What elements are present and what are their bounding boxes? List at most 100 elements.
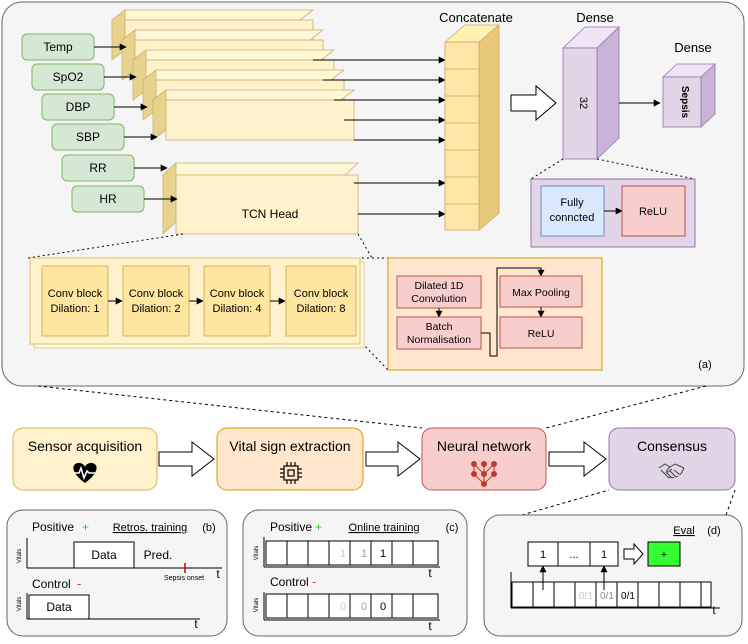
sensor-acquisition-box	[12, 427, 158, 491]
dense-32-layer: Dense 32	[562, 10, 620, 160]
conv-block-3-line2: Dilation: 4	[213, 303, 262, 315]
input-rr-label: RR	[89, 161, 107, 175]
panel-a-tag: (a)	[698, 359, 711, 371]
hollow-arrow-3	[548, 440, 607, 478]
panel-c-tag: (c)	[446, 522, 459, 534]
panel-d-buffer-3: 1	[601, 549, 607, 561]
sensor-acquisition-label: Sensor acquisition	[28, 438, 142, 454]
panel-d-timeline-cells	[511, 581, 712, 608]
batch-norm-line1: Batch	[426, 321, 453, 333]
zoom-line-tcn-left	[27, 233, 184, 259]
pipeline: Sensor acquisition Vital sign extraction…	[12, 427, 736, 491]
panel-c-t1: t	[428, 566, 432, 580]
vital-sign-extraction-label: Vital sign extraction	[229, 438, 350, 454]
conv-block-4-line1: Conv block	[294, 288, 349, 300]
block-relu-label: ReLU	[528, 328, 555, 340]
batch-norm-box	[396, 316, 482, 350]
conv-block-detail: Dilated 1D Convolution Batch Normalisati…	[387, 257, 603, 371]
neural-network-label: Neural network	[437, 438, 532, 454]
relu-box	[621, 185, 686, 237]
input-temp-label: Temp	[43, 40, 73, 54]
conv-block-2	[122, 265, 190, 337]
block-relu-box	[499, 316, 583, 349]
conv-block-4-line2: Dilation: 8	[297, 303, 346, 315]
vital-sign-extraction-box	[216, 427, 364, 491]
panel-b-plus: +	[82, 520, 89, 534]
fully-connected-line2: conncted	[550, 212, 595, 224]
zoom-line-nn-right	[545, 385, 707, 429]
zoom-line-nn-left	[37, 385, 423, 429]
panel-d-title: Eval	[673, 525, 694, 537]
input-spo2-label: SpO2	[53, 70, 84, 84]
zoom-line-consensus-left	[521, 489, 610, 516]
panel-b-control-data-label: Data	[46, 600, 72, 614]
panel-d-t: t	[712, 603, 716, 617]
panel-c-title: Online training	[349, 522, 420, 534]
panel-c-pos-cell-6: 1	[380, 548, 386, 560]
input-sbp-label: SBP	[76, 130, 100, 144]
panel-c-plus: +	[315, 520, 322, 534]
handshake-icon	[658, 463, 685, 479]
bn-to-pool-connector	[481, 267, 545, 357]
panel-d-buffer-1: 1	[540, 549, 546, 561]
dilated-conv-line2: Convolution	[411, 293, 467, 305]
panel-b-control: Control	[32, 577, 71, 591]
panel-b-minus: -	[77, 576, 81, 591]
panel-b-data-box	[73, 541, 135, 569]
panel-c-pos-cell-5: 1	[361, 548, 367, 560]
conv-block-3-line1: Conv block	[210, 288, 265, 300]
panel-b: Positive + Retros. training (b) Vitals D…	[6, 509, 228, 637]
fully-connected-line1: Fully	[560, 197, 584, 209]
batch-norm-line2: Normalisation	[407, 334, 471, 346]
tcn-head-label: TCN Head	[242, 207, 299, 221]
consensus-box	[608, 427, 736, 491]
panel-d-tag: (d)	[707, 525, 720, 537]
hollow-arrow-2	[365, 440, 421, 478]
panel-b-t1: t	[216, 567, 220, 581]
concat-arrows	[313, 56, 446, 218]
zoom-line-dense-right	[596, 158, 696, 180]
dense-units: 32	[577, 97, 589, 109]
input-hr-label: HR	[99, 192, 117, 206]
panel-b-t2: t	[194, 617, 198, 631]
panel-d-output: +	[661, 549, 667, 561]
network-icon	[471, 461, 497, 487]
max-pooling-label: Max Pooling	[512, 287, 570, 299]
dense-detail-box: Fully conncted ReLU	[530, 178, 696, 248]
neural-network-box	[421, 427, 547, 491]
panel-c: Positive + Online training (c) Vitals 1 …	[242, 509, 468, 637]
fully-connected-box	[540, 185, 605, 237]
dilated-conv-line1: Dilated 1D	[414, 280, 463, 292]
panel-d-cell-4: 0/1	[579, 591, 593, 602]
conv-block-1	[41, 265, 109, 337]
panel-d-buffer-2: ...	[569, 549, 578, 561]
panel-b-positive: Positive	[32, 520, 74, 534]
concatenate-label: Concatenate	[439, 10, 513, 25]
panel-d-output-box	[647, 541, 681, 567]
panel-c-vitals-2: Vitals	[254, 598, 260, 613]
panel-b-pred-label: Pred.	[144, 548, 173, 562]
panel-c-positive-cells	[265, 540, 439, 566]
panel-d-buffer-cell-2	[557, 541, 591, 567]
consensus-label: Consensus	[637, 438, 707, 454]
panel-d-buffer-cell-1	[527, 541, 559, 567]
dense-2-label: Dense	[674, 40, 712, 55]
panel-c-pos-cell-4: 1	[340, 548, 346, 560]
conv-block-3	[203, 265, 271, 337]
chip-icon	[280, 462, 302, 484]
panel-b-data-label: Data	[91, 548, 117, 562]
panel-d-hollow-arrow	[623, 542, 644, 566]
conv-block-2-line2: Dilation: 2	[132, 303, 181, 315]
conv-block-1-line2: Dilation: 1	[51, 303, 100, 315]
panel-b-tag: (b)	[202, 522, 215, 534]
conv-block-2-line1: Conv block	[129, 288, 184, 300]
conv-block-4	[285, 265, 357, 337]
panel-d-cell-5: 0/1	[600, 591, 614, 602]
panel-c-positive: Positive	[270, 520, 312, 534]
panel-c-control-cells	[265, 593, 439, 619]
relu-label: ReLU	[639, 206, 667, 218]
input-arrows	[94, 43, 178, 203]
hollow-arrow-concat-dense	[510, 84, 557, 122]
dense-sepsis-layer: Dense Sepsis	[661, 40, 717, 128]
